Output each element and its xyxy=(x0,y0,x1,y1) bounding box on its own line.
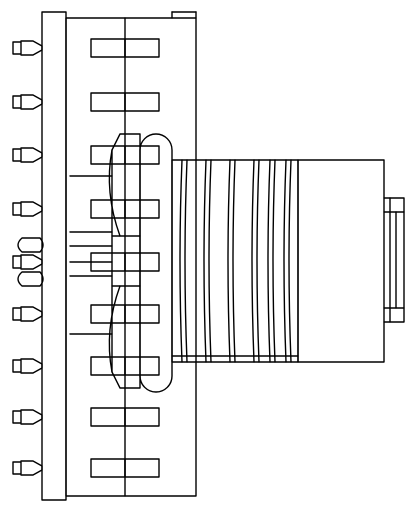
board-front-plate xyxy=(42,12,66,500)
terminal-pad xyxy=(91,39,159,57)
pin-base xyxy=(13,256,21,268)
terminal-pad-right xyxy=(125,93,159,111)
threaded-barrel xyxy=(172,160,298,362)
pin xyxy=(13,359,42,373)
terminal-pad xyxy=(91,408,159,426)
terminal-pad-left xyxy=(91,146,125,164)
terminal-pad-right xyxy=(125,253,159,271)
terminal-pad-left xyxy=(91,459,125,477)
threaded-barrel-body xyxy=(172,160,298,362)
hex-nut xyxy=(109,134,140,388)
pin-tip xyxy=(21,307,42,321)
pin-tip xyxy=(21,95,42,109)
pin-base xyxy=(13,411,21,423)
end-cap-outline xyxy=(384,198,404,322)
mounting-board xyxy=(42,12,196,500)
gasket xyxy=(140,134,172,392)
coupling-sleeve-body xyxy=(298,160,384,362)
pin xyxy=(13,202,42,216)
terminal-array xyxy=(91,39,159,477)
pin-tip xyxy=(21,41,42,55)
terminal-pad-right xyxy=(125,305,159,323)
gasket-ring xyxy=(140,134,172,392)
pin-tip xyxy=(21,202,42,216)
hex-nut-outline xyxy=(112,134,140,388)
thread-groove xyxy=(289,160,291,362)
terminal-pad xyxy=(91,305,159,323)
pin-base xyxy=(13,42,21,54)
coupling-sleeve xyxy=(298,160,384,362)
thread-groove xyxy=(284,160,286,362)
pin-base xyxy=(13,308,21,320)
pin xyxy=(13,95,42,109)
terminal-pad xyxy=(91,459,159,477)
thread-groove xyxy=(204,160,206,362)
pin-base xyxy=(13,96,21,108)
pin xyxy=(13,41,42,55)
terminal-pad-right xyxy=(125,200,159,218)
terminal-pad xyxy=(91,146,159,164)
thread-groove xyxy=(252,160,254,362)
pin-base xyxy=(13,203,21,215)
pin xyxy=(13,410,42,424)
pin xyxy=(13,148,42,162)
pin-tip xyxy=(21,255,42,269)
terminal-pad xyxy=(91,200,159,218)
pin xyxy=(13,461,42,475)
terminal-pad-left xyxy=(91,93,125,111)
pin xyxy=(13,255,42,269)
pin-base xyxy=(13,360,21,372)
pin-array xyxy=(13,41,43,475)
terminal-pad-right xyxy=(125,357,159,375)
terminal-pad xyxy=(91,357,159,375)
thread-groove xyxy=(185,160,187,362)
pin-loop xyxy=(18,238,43,252)
thread-groove xyxy=(268,160,270,362)
terminal-pad-left xyxy=(91,200,125,218)
terminal-pad-left xyxy=(91,408,125,426)
terminal-pad-left xyxy=(91,357,125,375)
terminal-pad xyxy=(91,93,159,111)
pin xyxy=(13,307,42,321)
thread-grooves xyxy=(180,160,291,362)
pin-tip xyxy=(21,410,42,424)
terminal-pad-right xyxy=(125,146,159,164)
terminal-pad-right xyxy=(125,39,159,57)
pin-tip xyxy=(21,461,42,475)
thread-groove xyxy=(180,160,182,362)
pin-tip xyxy=(21,148,42,162)
terminal-pad-left xyxy=(91,39,125,57)
end-cap xyxy=(384,198,404,322)
hex-nut-facet-upper xyxy=(109,150,120,236)
hex-nut-facet-lower xyxy=(109,286,120,372)
terminal-pad-right xyxy=(125,459,159,477)
pin-base xyxy=(13,149,21,161)
terminal-pad-left xyxy=(91,305,125,323)
thread-groove xyxy=(209,160,211,362)
thread-groove xyxy=(257,160,259,362)
pin-loop xyxy=(18,272,43,286)
pin-base xyxy=(13,462,21,474)
pin-tip xyxy=(21,359,42,373)
inner-contacts xyxy=(70,176,112,334)
board-back-plate xyxy=(66,18,196,496)
thread-groove xyxy=(228,160,230,362)
thread-groove xyxy=(233,160,235,362)
thread-groove xyxy=(273,160,275,362)
terminal-pad-right xyxy=(125,408,159,426)
